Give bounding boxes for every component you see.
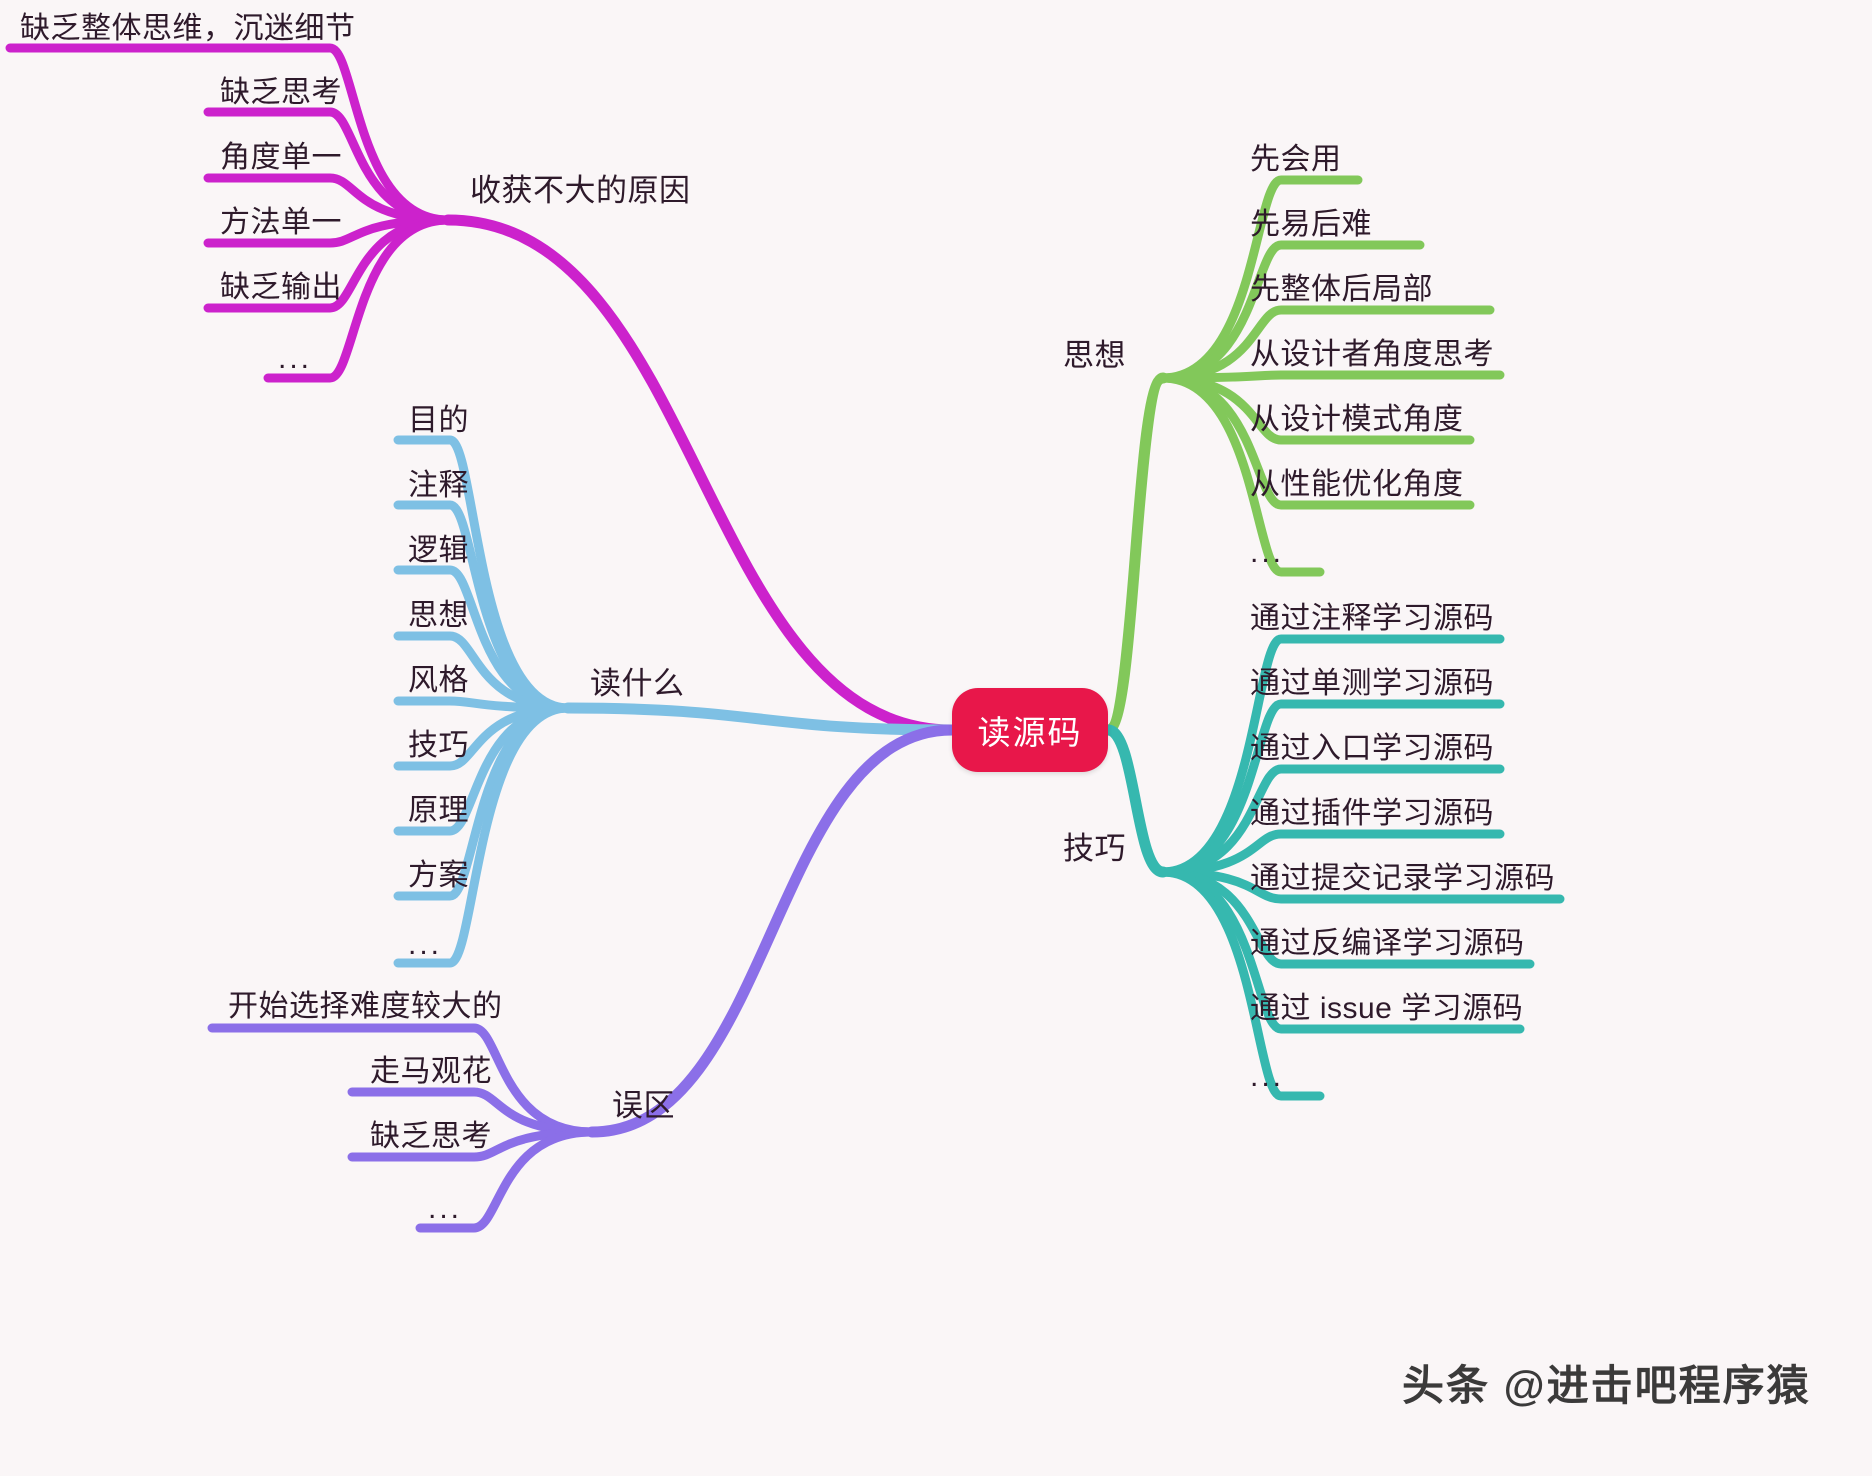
connector-path [1158,370,1505,383]
leaf-label-pitfalls-3[interactable]: ... [428,1192,463,1225]
leaf-label-what-to-read-4[interactable]: 风格 [408,664,469,697]
leaf-label-what-to-read-0[interactable]: 目的 [408,404,469,437]
leaf-label-reasons-5[interactable]: ... [278,342,313,375]
watermark: 头条 @进击吧程序猿 [1402,1362,1811,1409]
leaf-label-what-to-read-6[interactable]: 原理 [408,794,469,827]
leaf-label-techniques-0[interactable]: 通过注释学习源码 [1250,602,1494,635]
connector-path [5,43,453,225]
leaf-label-what-to-read-1[interactable]: 注释 [408,469,469,502]
leaf-label-what-to-read-3[interactable]: 思想 [408,599,469,632]
root-node[interactable]: 读源码 [952,688,1108,772]
leaf-label-ideas-6[interactable]: ... [1250,536,1285,569]
connector-path [562,702,958,736]
leaf-label-techniques-3[interactable]: 通过插件学习源码 [1250,797,1494,830]
leaf-label-ideas-2[interactable]: 先整体后局部 [1250,273,1433,306]
leaf-label-pitfalls-0[interactable]: 开始选择难度较大的 [228,990,503,1023]
connector-path [1158,867,1325,1101]
connector-path [1158,699,1505,877]
leaf-label-pitfalls-1[interactable]: 走马观花 [370,1055,492,1088]
leaf-label-reasons-3[interactable]: 方法单一 [220,206,342,239]
leaf-label-ideas-1[interactable]: 先易后难 [1250,208,1372,241]
branch-label-ideas[interactable]: 思想 [1063,338,1126,373]
leaf-label-what-to-read-8[interactable]: ... [408,928,443,961]
connector-path [586,724,958,1138]
branch-label-pitfalls[interactable]: 误区 [612,1088,675,1123]
connector-path [442,214,958,736]
leaf-label-reasons-2[interactable]: 角度单一 [220,141,342,174]
leaf-label-reasons-4[interactable]: 缺乏输出 [220,271,342,304]
leaf-label-ideas-4[interactable]: 从设计模式角度 [1250,403,1464,436]
connector-path [393,696,573,713]
leaf-label-techniques-7[interactable]: ... [1250,1060,1285,1093]
leaf-label-pitfalls-2[interactable]: 缺乏思考 [370,1120,492,1153]
root-node-label: 读源码 [977,714,1083,751]
leaf-label-techniques-1[interactable]: 通过单测学习源码 [1250,667,1494,700]
leaf-label-what-to-read-5[interactable]: 技巧 [408,729,469,762]
connector-path [1102,372,1169,736]
leaf-label-techniques-6[interactable]: 通过 issue 学习源码 [1250,992,1524,1025]
leaf-label-what-to-read-7[interactable]: 方案 [408,859,469,892]
leaf-label-what-to-read-2[interactable]: 逻辑 [408,534,469,567]
leaf-label-ideas-0[interactable]: 先会用 [1250,143,1342,176]
leaf-label-ideas-5[interactable]: 从性能优化角度 [1250,468,1464,501]
leaf-label-ideas-3[interactable]: 从设计者角度思考 [1250,338,1494,371]
branch-label-reasons[interactable]: 收获不大的原因 [470,173,691,208]
leaf-label-techniques-2[interactable]: 通过入口学习源码 [1250,732,1494,765]
leaf-label-techniques-4[interactable]: 通过提交记录学习源码 [1250,862,1555,895]
leaf-label-techniques-5[interactable]: 通过反编译学习源码 [1250,927,1525,960]
leaf-label-reasons-1[interactable]: 缺乏思考 [220,76,342,109]
leaf-label-reasons-0[interactable]: 缺乏整体思维，沉迷细节 [20,12,356,45]
branch-label-what-to-read[interactable]: 读什么 [590,666,685,701]
branch-label-techniques[interactable]: 技巧 [1063,831,1126,866]
